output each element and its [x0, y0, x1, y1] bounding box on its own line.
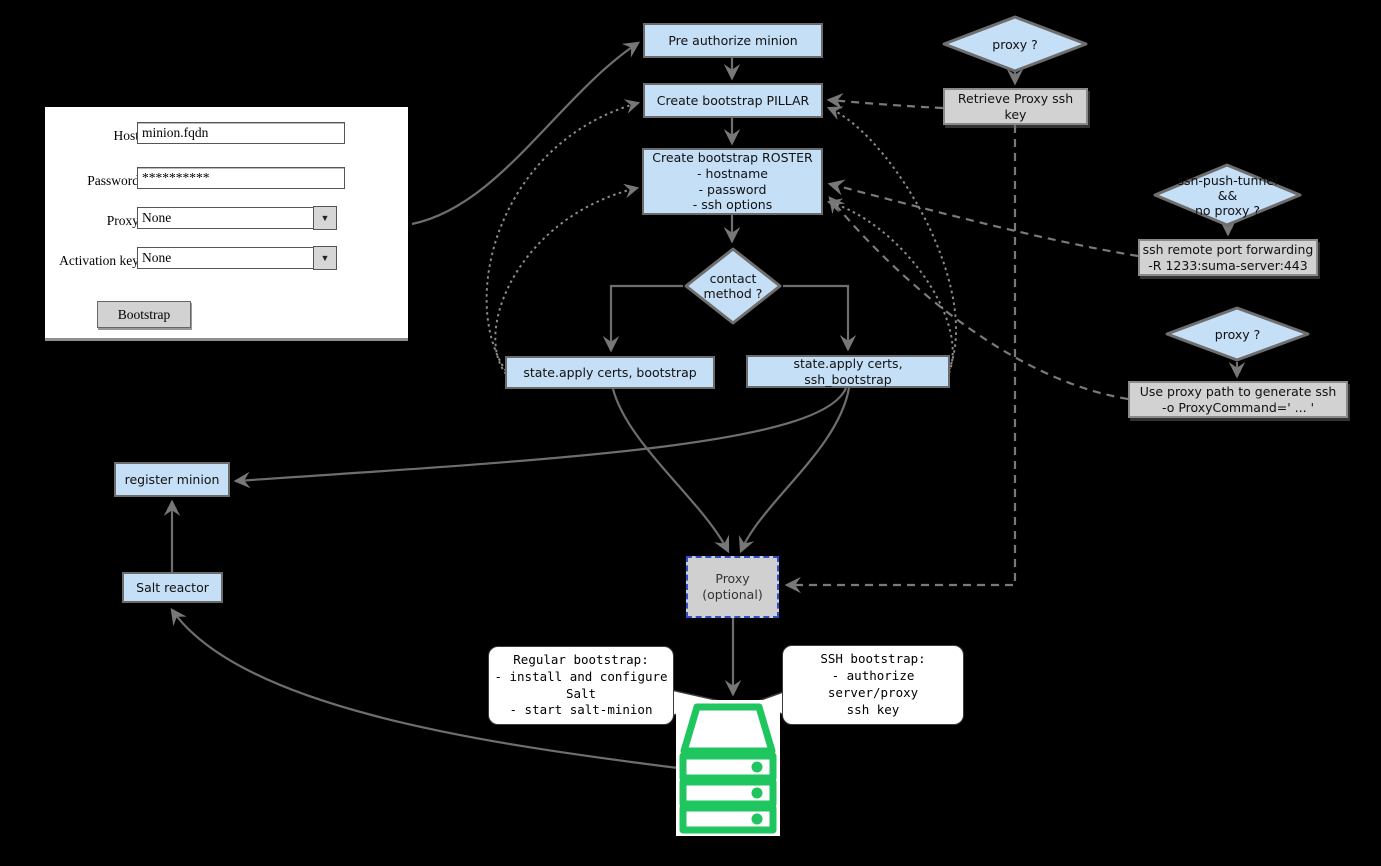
tunnel-line2: && [1217, 187, 1238, 203]
host-input[interactable] [137, 122, 345, 144]
ssh-forward-line1: ssh remote port forwarding [1142, 241, 1314, 257]
password-label: Password [87, 173, 139, 188]
diamond-shape [1165, 306, 1310, 362]
node-ssh-remote-port-forwarding: ssh remote port forwarding -R 1233:suma-… [1138, 239, 1318, 276]
server-icon [679, 703, 777, 834]
decision-proxy-mid: proxy ? [1164, 306, 1311, 362]
edge-form-to-preauth [411, 41, 641, 226]
node-salt-reactor: Salt reactor [122, 572, 223, 603]
edge-apply-bootstrap-to-pillar-dotted [485, 99, 641, 372]
regular-callout-line3: Salt [565, 685, 597, 701]
roster-item-ssh-options: - ssh options [692, 197, 773, 213]
node-use-proxy-path: Use proxy path to generate ssh -o ProxyC… [1128, 381, 1348, 418]
edge-forward-to-roster [827, 179, 1139, 258]
node-register-minion: register minion [114, 462, 230, 497]
edge-apply-ssh-to-roster-dotted [826, 198, 954, 374]
edge-apply-bootstrap-to-roster-dotted [494, 183, 640, 375]
regular-callout-line2: - install and configure [494, 668, 668, 684]
node-create-bootstrap-roster: Create bootstrap ROSTER - hostname - pas… [642, 148, 823, 215]
host-label: Host [113, 128, 139, 143]
bootstrap-button[interactable]: Bootstrap [97, 301, 191, 328]
chevron-down-icon: ▼ [320, 213, 330, 223]
edge-contact-to-apply-ssh [783, 284, 857, 352]
decision-proxy-top-label: proxy ? [992, 36, 1038, 52]
roster-item-password: - password [698, 181, 767, 197]
proxy-select[interactable]: None [137, 207, 323, 229]
roster-item-hostname: - hostname [697, 165, 768, 181]
edge-retrieve-to-pillar [826, 92, 944, 110]
regular-callout-line4: - start salt-minion [509, 702, 653, 718]
node-state-apply-certs-bootstrap: state.apply certs, bootstrap [505, 356, 715, 389]
edge-contact-to-apply-bootstrap [602, 284, 683, 353]
ssh-forward-line2: -R 1233:suma-server:443 [1148, 257, 1308, 273]
decision-proxy-top: proxy ? [941, 15, 1089, 73]
node-create-bootstrap-pillar: Create bootstrap PILLAR [643, 83, 823, 118]
edge-apply-ssh-to-proxy [738, 387, 851, 554]
node-pre-authorize-minion: Pre authorize minion [643, 23, 823, 58]
activation-key-select[interactable]: None [137, 247, 323, 269]
roster-title: Create bootstrap ROSTER [652, 150, 813, 166]
ssh-bootstrap-callout: SSH bootstrap: - authorize server/proxy … [782, 645, 964, 725]
password-input[interactable] [137, 167, 345, 189]
edge-apply-bootstrap-to-proxy [611, 388, 730, 554]
node-proxy-optional: Proxy (optional) [686, 556, 779, 618]
decision-contact-method: contact method ? [683, 247, 783, 325]
node-retrieve-proxy-ssh-key: Retrieve Proxy ssh key [943, 88, 1088, 125]
edge-apply-ssh-to-register [233, 387, 848, 489]
regular-bootstrap-callout: Regular bootstrap: - install and configu… [488, 646, 674, 725]
diamond-shape [684, 247, 782, 325]
tunnel-line3: no proxy ? [1194, 202, 1260, 218]
regular-callout-line1: Regular bootstrap: [513, 651, 649, 667]
ssh-callout-line3: ssh key [846, 701, 900, 717]
use-proxy-path-line2: -o ProxyCommand=' ... ' [1161, 399, 1315, 415]
activation-key-label: Activation key [59, 253, 139, 268]
node-state-apply-certs-ssh-bootstrap: state.apply certs, ssh_bootstrap [746, 355, 950, 388]
proxy-optional-subtitle: (optional) [702, 587, 763, 602]
minion-server-icon [676, 700, 780, 836]
contact-line2: method ? [703, 286, 763, 301]
proxy-select-arrow-button[interactable]: ▼ [313, 206, 337, 230]
proxy-optional-title: Proxy [715, 571, 750, 587]
chevron-down-icon: ▼ [320, 253, 330, 263]
contact-line1: contact [709, 271, 757, 286]
ssh-callout-line2: - authorize server/proxy [827, 668, 919, 700]
bootstrap-form-panel: Host Password Proxy None ▼ Activation ke… [45, 107, 408, 338]
tunnel-line1: ssh-push-tunnel [1177, 172, 1278, 188]
edge-usepath-to-roster [828, 196, 1129, 401]
edge-server-to-reactor [170, 607, 679, 770]
edge-apply-ssh-to-pillar-dotted [826, 106, 958, 371]
activation-key-select-arrow-button[interactable]: ▼ [313, 246, 337, 270]
decision-proxy-mid-label: proxy ? [1214, 326, 1261, 342]
decision-ssh-push-tunnel: ssh-push-tunnel && no proxy ? [1152, 163, 1303, 227]
proxy-label: Proxy [106, 213, 139, 228]
ssh-callout-line1: SSH bootstrap: [820, 651, 926, 667]
use-proxy-path-line1: Use proxy path to generate ssh [1139, 383, 1337, 399]
